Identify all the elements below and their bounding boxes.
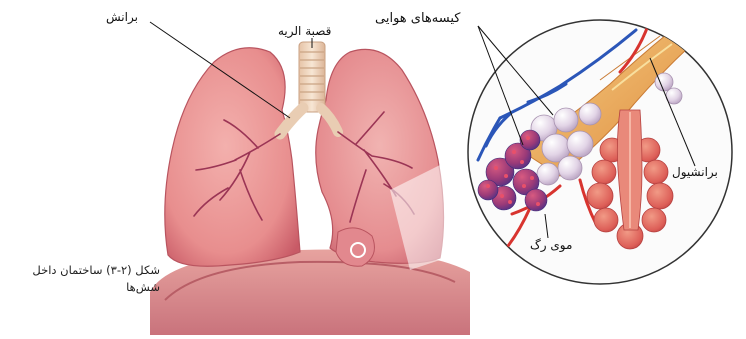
- lung-lobe-lower: [336, 228, 374, 266]
- figure-caption: شکل (۲-۳) ساختمان داخل شش‌ها: [10, 262, 160, 296]
- caption-line-2: شش‌ها: [10, 279, 160, 296]
- label-bronchus: برانش: [106, 10, 138, 24]
- label-trachea: قصبة الریه: [278, 24, 331, 38]
- bronchus-left: [280, 108, 303, 134]
- label-bronchiole: برانشیول: [672, 165, 718, 179]
- label-capillary: موی رگ: [530, 238, 572, 252]
- label-air-sacs: کیسه‌های هوایی: [375, 12, 460, 26]
- left-lung: [165, 48, 300, 266]
- caption-line-1: شکل (۲-۳) ساختمان داخل: [10, 262, 160, 279]
